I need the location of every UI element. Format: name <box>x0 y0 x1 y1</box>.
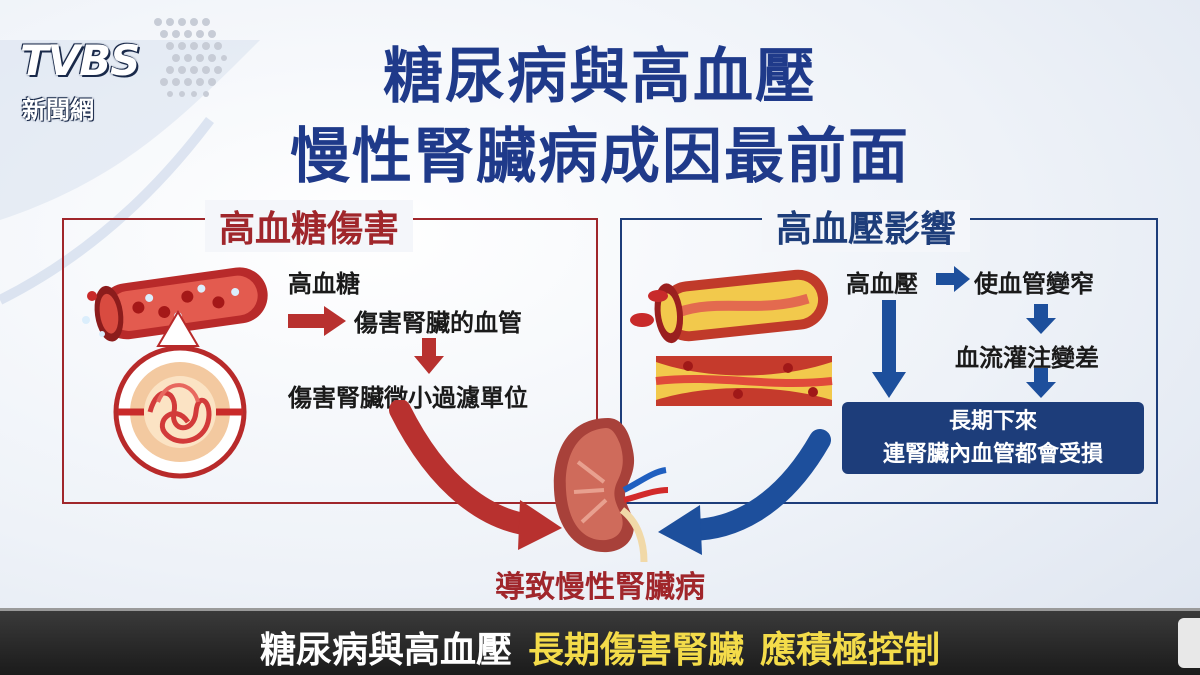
result-ckd: 導致慢性腎臟病 <box>495 570 705 605</box>
right-arrow-icon <box>288 306 346 336</box>
main-title-line1: 糖尿病與高血壓 <box>383 42 817 112</box>
dots-pattern-icon <box>154 18 227 97</box>
down-arrow-icon <box>414 338 444 374</box>
banner-corner-tab <box>1178 618 1200 668</box>
right-panel-title: 高血壓影響 <box>762 200 971 252</box>
left-panel-title: 高血糖傷害 <box>205 200 414 252</box>
long-term-damage-box: 長期下來 連腎臟內血管都會受損 <box>842 402 1144 474</box>
converging-arrows <box>389 400 831 555</box>
banner-part1: 糖尿病與高血壓 <box>259 630 512 671</box>
right-step-poor-perfusion: 血流灌注變差 <box>955 344 1099 372</box>
narrowed-vessel-illustration <box>630 269 833 406</box>
bottom-caption-banner: 糖尿病與高血壓長期傷害腎臟應積極控制 <box>0 608 1200 675</box>
left-step-high-blood-sugar: 高血糖 <box>288 270 360 298</box>
down-arrow-icon <box>1026 304 1056 334</box>
box-line1: 長期下來 <box>948 409 1037 434</box>
kidney-icon <box>553 418 669 562</box>
down-arrow-icon <box>1026 368 1056 398</box>
right-step-high-blood-pressure: 高血壓 <box>846 270 918 298</box>
right-step-narrow-vessels: 使血管變窄 <box>974 270 1094 298</box>
right-arrow-icon <box>936 266 970 292</box>
tvbs-logo: TVBS 新聞網 <box>8 8 227 128</box>
box-line2: 連腎臟內血管都會受損 <box>882 442 1103 467</box>
main-title-line2: 慢性腎臟病成因最前面 <box>290 122 910 192</box>
logo-brand: TVBS <box>20 36 140 85</box>
banner-part2: 長期傷害腎臟 <box>527 630 744 671</box>
vessel-glomerulus-illustration <box>82 267 268 479</box>
banner-part3: 應積極控制 <box>760 630 941 671</box>
left-step-damage-vessels: 傷害腎臟的血管 <box>354 309 522 337</box>
logo-subtitle: 新聞網 <box>22 96 94 124</box>
long-down-arrow-icon <box>872 300 906 398</box>
